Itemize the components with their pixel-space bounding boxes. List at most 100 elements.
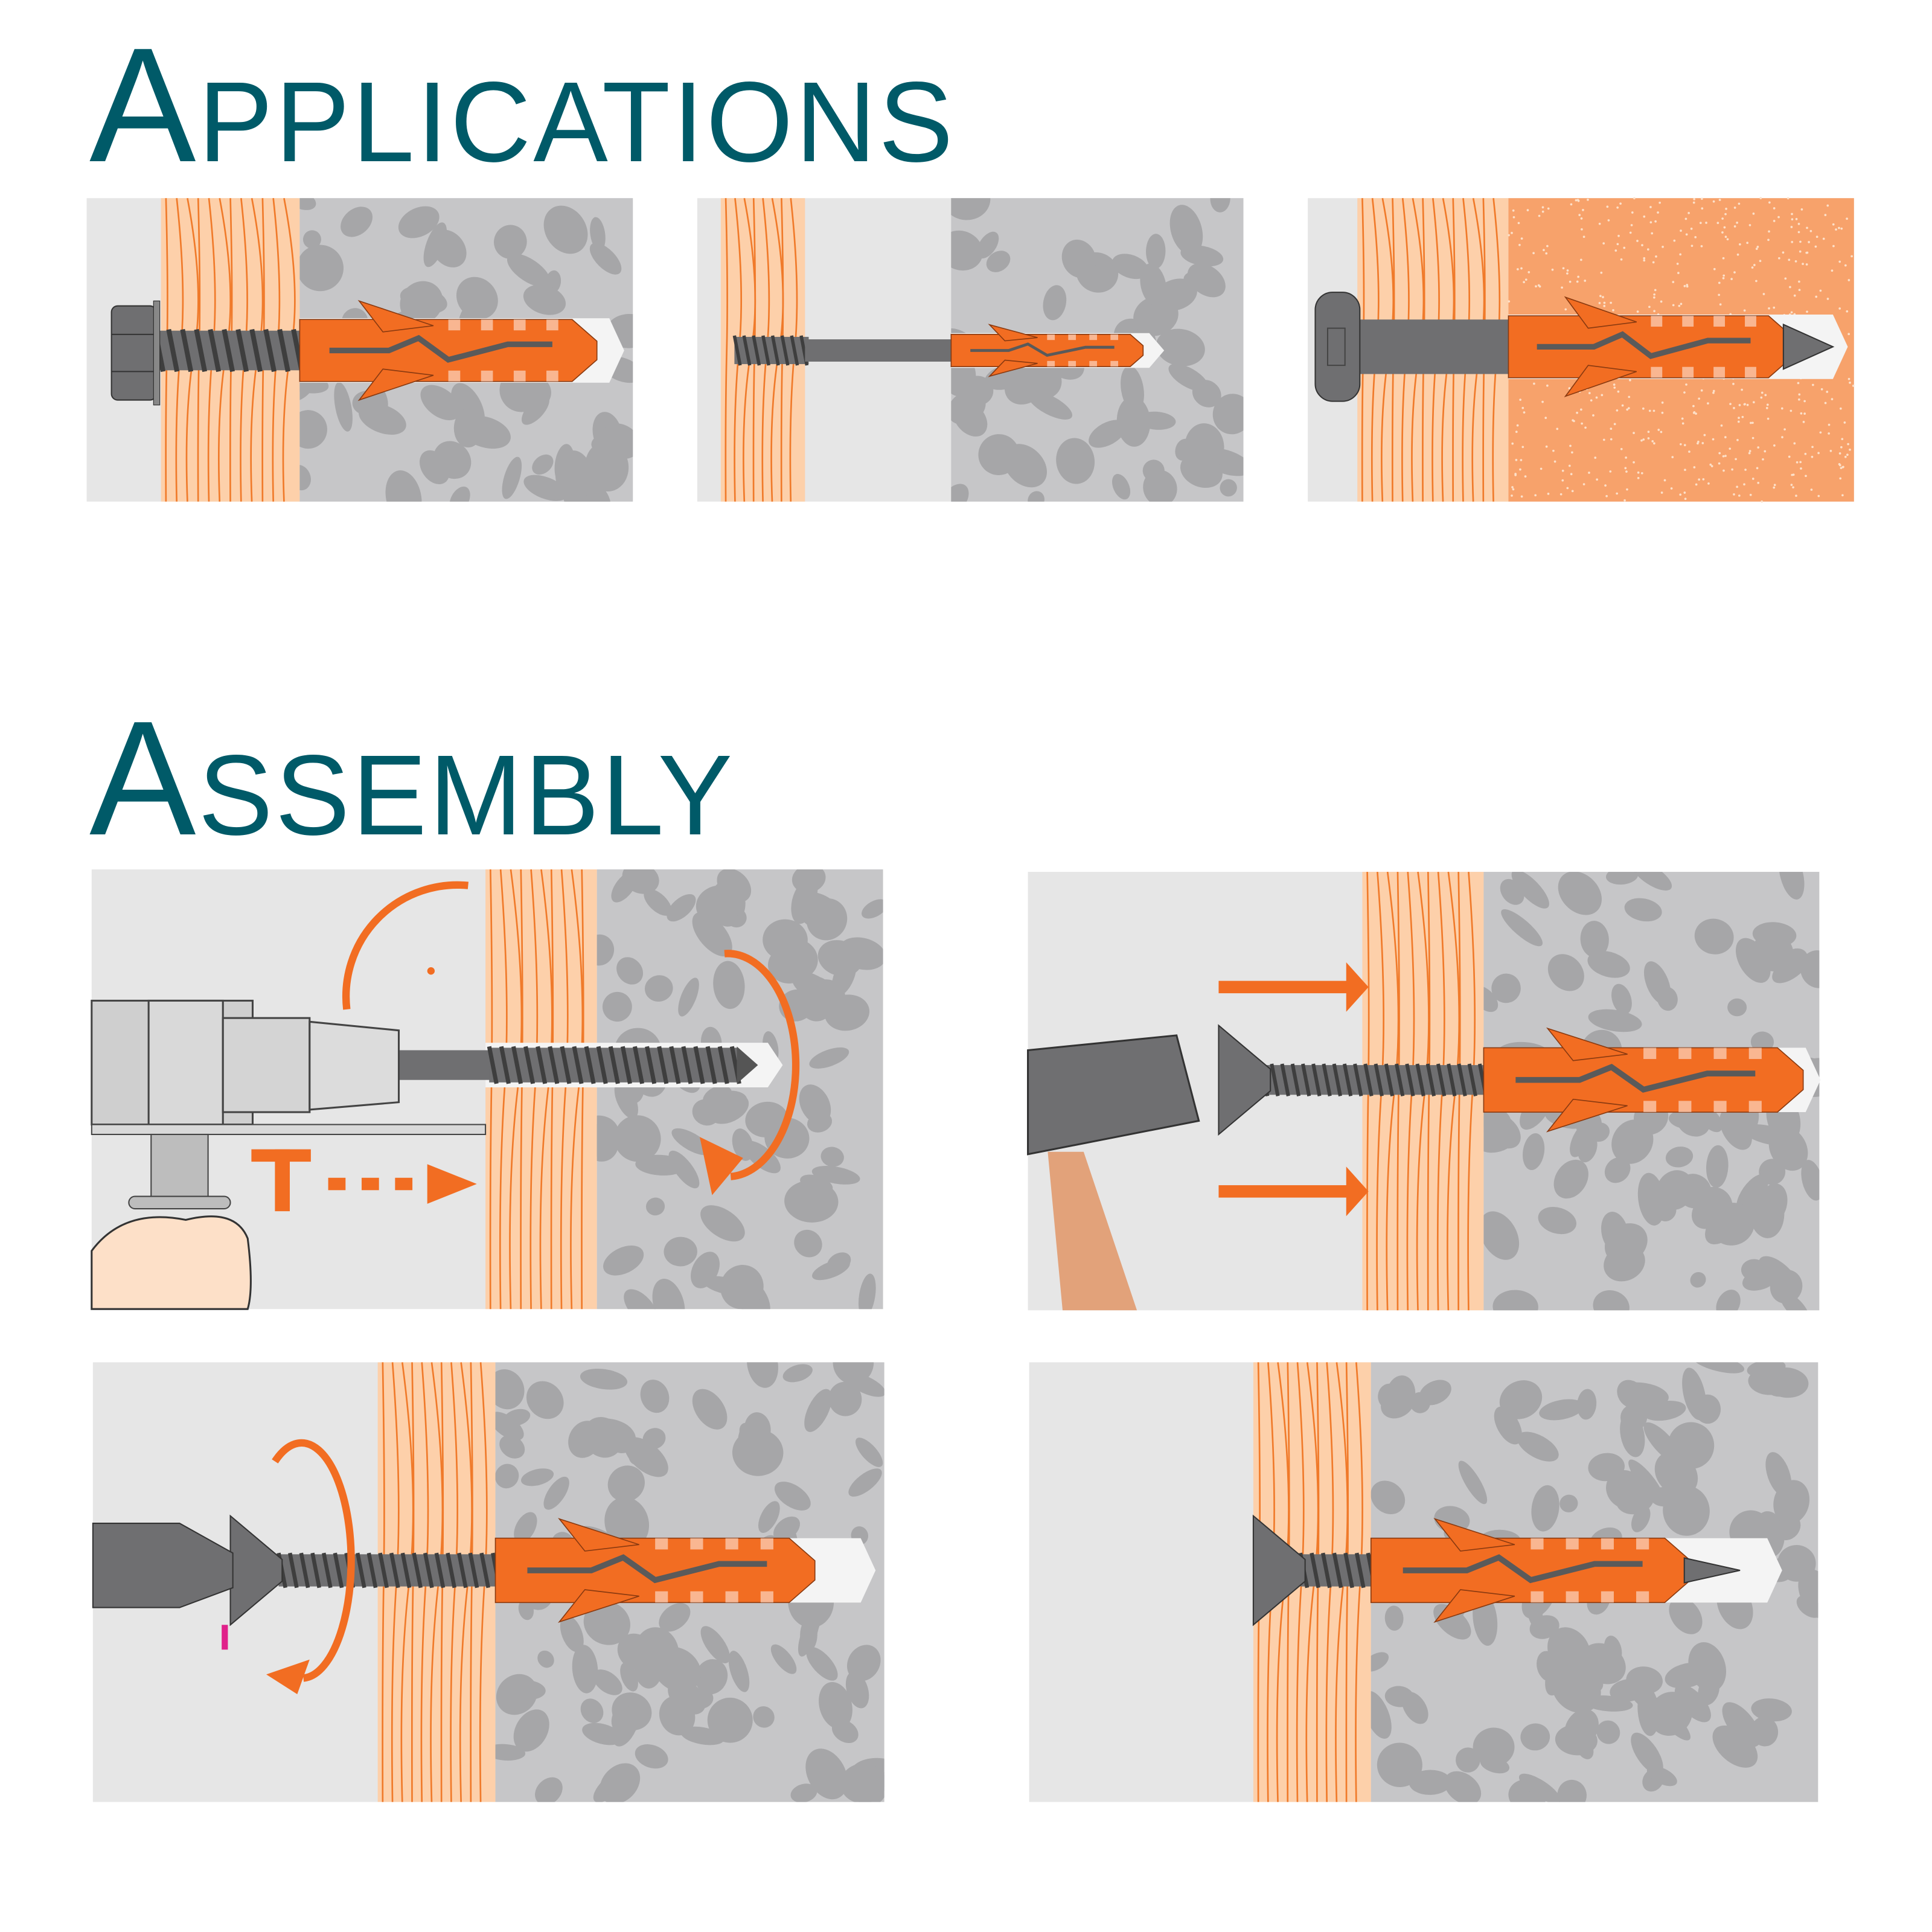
brick-speck xyxy=(1553,460,1556,463)
aggregate-stone xyxy=(951,230,983,271)
brick-speck xyxy=(1749,493,1752,496)
aggregate-stone xyxy=(1643,961,1671,1005)
thread xyxy=(761,335,770,366)
aggregate-stone xyxy=(1800,950,1820,988)
brick-speck xyxy=(1692,412,1695,414)
brick-speck xyxy=(1756,245,1759,248)
brick-speck xyxy=(1516,424,1519,427)
thread xyxy=(511,1046,523,1084)
brick-speck xyxy=(1741,415,1744,418)
screw-shank xyxy=(1356,319,1511,374)
brick-speck xyxy=(1519,468,1521,471)
brick-speck xyxy=(1767,238,1770,242)
brick-speck xyxy=(1571,490,1574,493)
thread xyxy=(434,1552,446,1588)
aggregate-stone xyxy=(738,1422,757,1453)
aggregate-stone xyxy=(1648,1692,1693,1736)
brick-speck xyxy=(1739,243,1741,246)
brick-speck xyxy=(1637,471,1640,474)
aggregate-stone xyxy=(792,869,826,893)
brick-speck xyxy=(1699,222,1702,225)
brick-speck xyxy=(1659,201,1661,204)
aggregate-stone xyxy=(299,198,316,210)
thread xyxy=(1374,1063,1384,1096)
anchor-slit xyxy=(329,334,552,363)
aggregate-stone xyxy=(653,1646,702,1692)
brick-speck xyxy=(1568,387,1571,389)
thread xyxy=(1436,1063,1447,1096)
brick-speck xyxy=(1520,459,1523,461)
brick-speck xyxy=(1832,245,1835,248)
aggregate-stone xyxy=(1547,1627,1591,1675)
brick-speck xyxy=(1700,245,1703,248)
thread xyxy=(378,1552,389,1588)
aggregate-stone xyxy=(772,938,818,980)
thread xyxy=(468,1552,479,1588)
brick-speck xyxy=(1798,280,1800,283)
aggregate-stone xyxy=(680,1726,724,1745)
aggregate-stone xyxy=(523,284,566,315)
aggregate-stone xyxy=(1596,1720,1620,1744)
aggregate-stone xyxy=(645,1197,665,1216)
screw-thread xyxy=(277,1552,502,1588)
thread xyxy=(249,328,263,373)
aggregate-stone xyxy=(804,1389,832,1432)
brick-speck xyxy=(1718,281,1721,284)
brick-speck xyxy=(1716,222,1719,225)
brick-speck xyxy=(1559,493,1563,496)
brick-speck xyxy=(1799,250,1802,253)
brick-speck xyxy=(1655,255,1657,258)
aggregate-stone xyxy=(580,1698,604,1723)
brick-speck xyxy=(1718,452,1721,455)
brick-speck xyxy=(1621,404,1624,407)
brick-speck xyxy=(1811,455,1814,458)
brick-speck xyxy=(1798,398,1800,401)
aggregate-stone xyxy=(299,410,327,449)
drill-flutes xyxy=(487,1046,741,1084)
brick-speck xyxy=(1545,252,1548,255)
wood-grain-line xyxy=(724,198,728,502)
aggregate-stone xyxy=(611,871,638,903)
brick-speck xyxy=(1797,231,1800,234)
brick-speck xyxy=(1712,438,1715,441)
pan-head-screw-icon xyxy=(1314,292,1361,402)
brick-speck xyxy=(1841,494,1844,497)
brick-speck xyxy=(1820,388,1823,391)
aggregate-stone xyxy=(1483,985,1499,1012)
brick-speck xyxy=(1729,447,1732,450)
thread xyxy=(479,1552,490,1588)
brick-speck xyxy=(1580,258,1582,261)
brick-speck xyxy=(1799,240,1802,243)
brick-speck xyxy=(1743,309,1746,312)
thread xyxy=(1322,1063,1332,1096)
brick-speck xyxy=(1847,333,1850,336)
brick-speck xyxy=(1571,451,1573,454)
aggregate-stone xyxy=(420,385,461,421)
brick-speck xyxy=(1800,467,1802,470)
brick-speck xyxy=(1765,407,1768,409)
brick-speck xyxy=(1744,469,1747,471)
brick-speck xyxy=(1697,442,1699,445)
brick-speck xyxy=(1835,228,1837,231)
brick-speck xyxy=(1766,403,1769,406)
brick-speck xyxy=(1518,243,1521,246)
brick-speck xyxy=(1790,409,1793,412)
brick-speck xyxy=(1802,263,1804,265)
aggregate-stone xyxy=(1140,263,1166,306)
brick-speck xyxy=(1810,488,1813,491)
hammer-icon xyxy=(1027,1034,1200,1311)
brick-speck xyxy=(1751,437,1754,440)
thread xyxy=(366,1552,378,1588)
aggregate-stone xyxy=(1538,1206,1576,1235)
brick-speck xyxy=(1724,213,1727,216)
aggregate-stone xyxy=(1386,1375,1416,1415)
brick-speck xyxy=(1625,456,1627,459)
thread xyxy=(333,1552,344,1588)
brick-speck xyxy=(1581,422,1583,425)
brick-speck xyxy=(1526,209,1529,211)
aggregate-stone xyxy=(1523,1133,1545,1171)
aggregate-stone xyxy=(659,1695,696,1736)
aggregate-stone xyxy=(809,1047,849,1069)
aggregate-stone xyxy=(1604,1244,1645,1282)
